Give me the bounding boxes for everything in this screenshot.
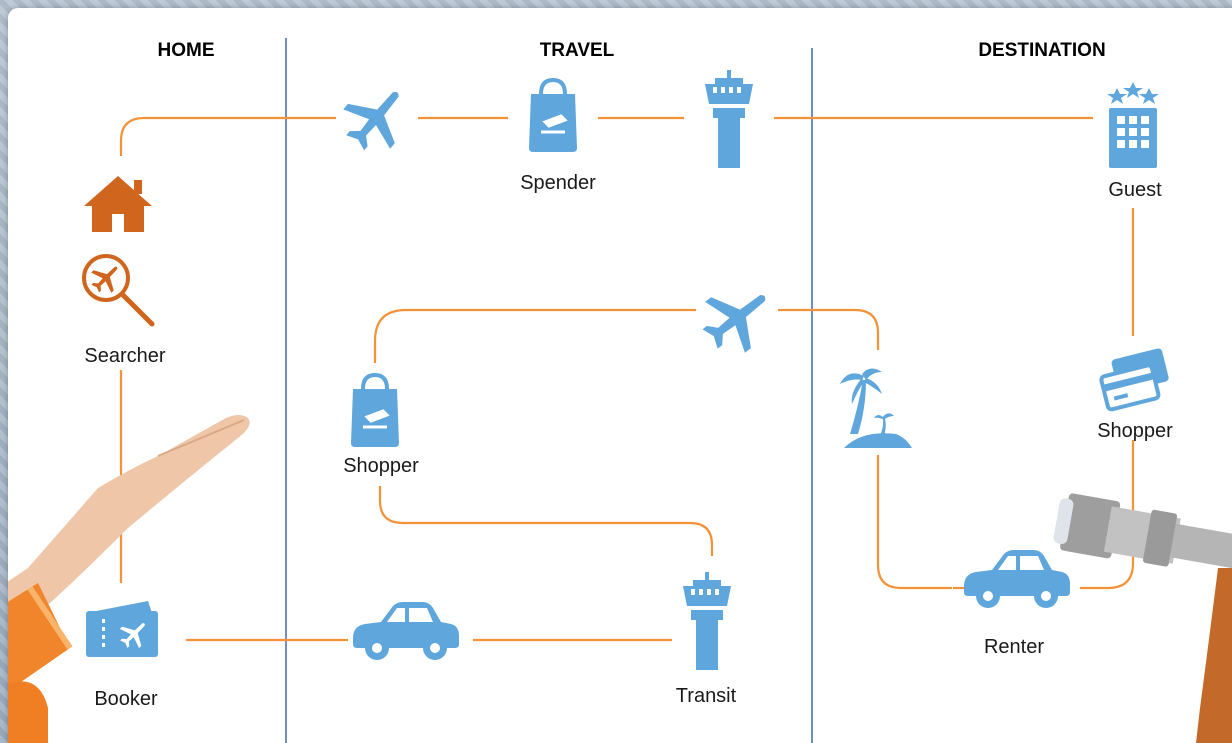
column-title-destination: DESTINATION (978, 40, 1106, 61)
label-shopper-travel: Shopper (343, 455, 419, 477)
island-palm-icon (840, 368, 912, 448)
airplane-icon-top (343, 91, 399, 151)
control-tower-icon-bottom (683, 572, 731, 670)
column-title-home: HOME (157, 40, 215, 61)
column-title-travel: TRAVEL (539, 40, 615, 61)
search-flight-icon (82, 254, 155, 327)
shopping-bag-icon-middle (351, 372, 399, 447)
label-guest: Guest (1108, 179, 1162, 201)
shopping-bag-icon-top (529, 77, 577, 152)
label-spender: Spender (520, 172, 596, 194)
label-transit: Transit (675, 685, 737, 707)
hotel-icon (1107, 82, 1159, 168)
car-icon-destination (964, 550, 1070, 608)
credit-cards-icon (1099, 348, 1169, 412)
label-renter: Renter (983, 636, 1045, 658)
journey-panel: HOME TRAVEL DESTINATION Spender Guest Se… (8, 8, 1232, 743)
house-icon (84, 176, 152, 232)
ticket-icon (86, 601, 158, 657)
label-searcher: Searcher (84, 345, 166, 367)
label-booker: Booker (94, 688, 158, 710)
car-icon-travel (353, 602, 459, 660)
journey-path (119, 116, 1135, 642)
journey-diagram (8, 38, 1232, 743)
airplane-icon-middle (702, 295, 766, 353)
control-tower-icon-top (705, 70, 753, 168)
telescope-illustration (1053, 493, 1232, 743)
label-shopper-destination: Shopper (1097, 420, 1173, 442)
pointing-hand-illustration (8, 415, 250, 743)
